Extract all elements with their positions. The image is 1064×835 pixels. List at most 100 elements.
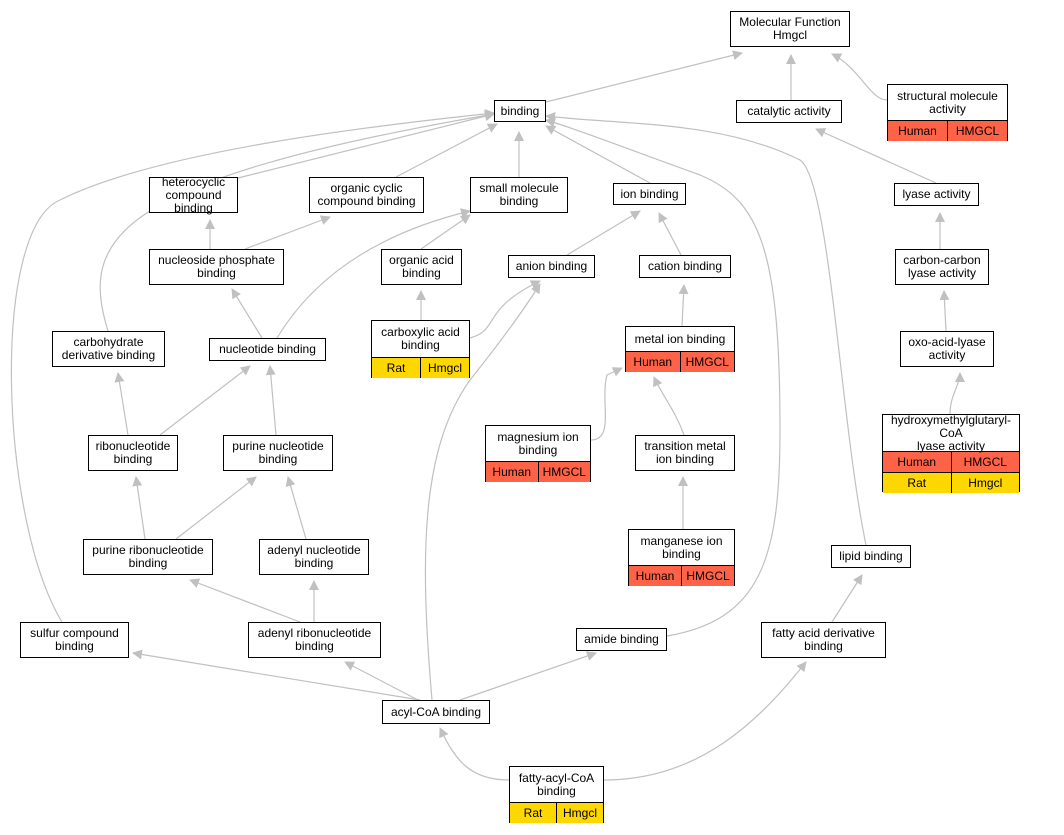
go-term-node-oxo-acid[interactable]: oxo-acid-lyase activity [900, 331, 994, 367]
go-term-label: anion binding [515, 259, 588, 273]
go-term-label: organic acid binding [389, 253, 454, 280]
species-cell: Human [633, 354, 673, 369]
edge-ion-binding-to-binding [545, 125, 651, 184]
edge-oxo-acid-to-carbon-carbon [939, 290, 950, 332]
go-term-node-hmg-coa-lyase[interactable]: hydroxymethylglutaryl-CoA lyase activity… [882, 412, 1020, 493]
go-term-label: fatty acid derivative binding [772, 626, 875, 653]
species-cell: Rat [386, 360, 406, 375]
species-cell: Rat [523, 805, 543, 820]
edge-adenyl-nucleotide-to-purine-nucleotide [285, 476, 307, 540]
go-term-node-amide[interactable]: amide binding [576, 628, 667, 651]
edge-fatty-acyl-coa-to-acyl-coa [439, 727, 510, 781]
go-term-node-heterocyclic[interactable]: heterocyclic compound binding [149, 174, 238, 215]
edge-organic-acid-to-small-molecule [420, 214, 471, 250]
go-term-node-adenyl-ribonucleotide[interactable]: adenyl ribonucleotide binding [248, 622, 381, 658]
edge-transition-metal-to-metal-ion [653, 376, 685, 436]
go-term-label: adenyl ribonucleotide binding [257, 626, 372, 653]
go-term-label: transition metal ion binding [644, 439, 726, 466]
edge-binding-to-mf [545, 50, 743, 103]
go-term-node-lipid[interactable]: lipid binding [831, 545, 911, 568]
edge-purine-nucleotide-to-nucleotide [265, 365, 277, 436]
go-term-label: catalytic activity [747, 104, 831, 118]
species-cell: Rat [907, 475, 927, 490]
annotation-row: Human HMGCL [629, 565, 734, 586]
go-term-label: purine ribonucleotide binding [92, 543, 204, 570]
edge-adenyl-ribonucleotide-to-purine-ribonucleotide [189, 578, 301, 623]
go-term-label: ion binding [620, 186, 679, 201]
go-term-label: carbohydrate derivative binding [61, 335, 156, 362]
go-term-label: oxo-acid-lyase activity [908, 335, 986, 362]
go-term-label: structural molecule activity [897, 88, 998, 116]
go-term-label: Molecular Function Hmgcl [739, 15, 841, 42]
edge-amide-to-binding [545, 117, 781, 637]
gene-cell: HMGCL [950, 452, 1020, 472]
go-term-node-mf[interactable]: Molecular Function Hmgcl [730, 11, 850, 47]
gene-cell: Hmgcl [420, 358, 469, 378]
go-term-label: metal ion binding [634, 331, 726, 346]
edge-nucleotide-to-nucleoside-phosphate [231, 288, 263, 339]
annotation-row: Rat Hmgcl [883, 472, 1019, 493]
go-term-node-lyase[interactable]: lyase activity [894, 183, 979, 206]
go-term-node-organic-acid[interactable]: organic acid binding [381, 249, 462, 285]
go-term-node-acyl-coa[interactable]: acyl-CoA binding [382, 700, 490, 724]
edge-organic-cyclic-to-binding [395, 123, 498, 178]
go-term-label: hydroxymethylglutaryl-CoA lyase activity [890, 412, 1012, 453]
go-term-label: binding [500, 103, 540, 118]
go-term-label: organic cyclic compound binding [317, 181, 416, 208]
go-term-label: manganese ion binding [640, 533, 723, 561]
go-term-node-anion[interactable]: anion binding [508, 255, 595, 278]
go-term-node-catalytic[interactable]: catalytic activity [736, 100, 842, 123]
go-term-label: small molecule binding [479, 181, 559, 208]
species-cell: Human [635, 568, 675, 583]
go-term-node-ribonucleotide[interactable]: ribonucleotide binding [88, 435, 178, 471]
go-term-node-adenyl-nucleotide[interactable]: adenyl nucleotide binding [259, 539, 369, 575]
go-term-node-purine-nucleotide[interactable]: purine nucleotide binding [223, 435, 333, 471]
go-term-node-cation[interactable]: cation binding [639, 255, 731, 278]
edge-lyase-to-catalytic [815, 128, 937, 184]
edge-nucleoside-phosphate-to-organic-cyclic [244, 215, 331, 250]
edge-hmg-coa-lyase-to-oxo-acid [949, 372, 965, 415]
go-term-label: carboxylic acid binding [381, 325, 460, 352]
go-term-label: sulfur compound binding [30, 626, 119, 653]
go-term-node-small-molecule[interactable]: small molecule binding [470, 177, 568, 213]
go-term-node-binding[interactable]: binding [494, 100, 546, 122]
gene-cell: HMGCL [947, 121, 1007, 141]
edge-ribonucleotide-to-carbohydrate [114, 372, 129, 436]
edge-fatty-acyl-coa-to-fatty-acid-derivative [603, 661, 807, 781]
go-term-label: lyase activity [902, 187, 971, 201]
go-term-node-nucleotide[interactable]: nucleotide binding [209, 338, 326, 361]
go-term-label: heterocyclic compound binding [161, 174, 226, 215]
edge-magnesium-to-metal-ion [590, 367, 623, 441]
go-term-node-carbon-carbon[interactable]: carbon-carbon lyase activity [895, 249, 989, 285]
edge-purine-ribonucleotide-to-purine-nucleotide [175, 476, 257, 540]
edge-purine-ribonucleotide-to-ribonucleotide [132, 476, 146, 540]
go-term-node-purine-ribonucleotide[interactable]: purine ribonucleotide binding [83, 539, 213, 575]
gene-cell: Hmgcl [950, 473, 1020, 493]
edge-acyl-coa-to-anion [424, 283, 541, 701]
edge-nucleotide-to-small-molecule [276, 208, 471, 339]
go-term-node-organic-cyclic[interactable]: organic cyclic compound binding [309, 177, 424, 213]
gene-cell: HMGCL [681, 566, 734, 586]
go-term-node-sulfur[interactable]: sulfur compound binding [20, 622, 129, 658]
go-term-label: nucleotide binding [219, 342, 316, 356]
edge-structural-to-mf [831, 53, 888, 101]
go-term-node-transition-metal[interactable]: transition metal ion binding [635, 435, 735, 471]
go-term-label: amide binding [584, 632, 659, 646]
edge-carbohydrate-to-binding [99, 110, 495, 332]
go-term-node-ion-binding[interactable]: ion binding [613, 183, 686, 205]
edge-ribonucleotide-to-nucleotide [159, 365, 251, 436]
go-term-node-nucleoside-phosphate[interactable]: nucleoside phosphate binding [149, 249, 284, 285]
edge-heterocyclic-to-binding [237, 111, 495, 179]
go-term-node-carbohydrate[interactable]: carbohydrate derivative binding [52, 331, 165, 367]
go-term-node-fatty-acid-derivative[interactable]: fatty acid derivative binding [761, 622, 886, 658]
annotation-row: Rat Hmgcl [372, 357, 469, 378]
